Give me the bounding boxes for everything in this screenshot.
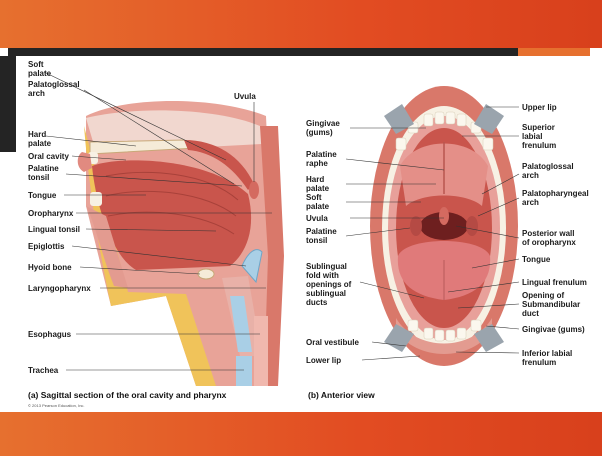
label-oral-cavity: Oral cavity	[28, 152, 69, 161]
label-palatine-tonsil: Palatine tonsil	[28, 164, 59, 182]
label-palatopharyngeal-arch: Palatopharyngeal arch	[522, 189, 589, 207]
label-palatine-raphe: Palatine raphe	[306, 150, 337, 168]
label-gingivae-gums: Gingivae (gums)	[522, 325, 585, 334]
label-tongue: Tongue	[28, 191, 56, 200]
top-banner	[0, 0, 602, 48]
label-palatoglossal-arch: Palatoglossal arch	[28, 80, 80, 98]
label-sublingual-fold: Sublingual fold with openings of subling…	[306, 262, 351, 307]
accent-bar	[518, 48, 590, 56]
label-gingivae: Gingivae (gums)	[306, 119, 340, 137]
label-submandibular-duct: Opening of Submandibular duct	[522, 291, 580, 318]
dark-side-band	[0, 56, 16, 152]
label-inferior-labial-frenulum: Inferior labial frenulum	[522, 349, 572, 367]
anatomy-illustration	[16, 56, 590, 412]
label-superior-labial-frenulum: Superior labial frenulum	[522, 123, 556, 150]
copyright-note: © 2013 Pearson Education, Inc.	[28, 403, 85, 408]
anatomy-figure: Soft palate Palatoglossal arch Uvula Har…	[16, 56, 590, 412]
label-lingual-frenulum: Lingual frenulum	[522, 278, 587, 287]
label-lingual-tonsil: Lingual tonsil	[28, 225, 80, 234]
label-hyoid-bone: Hyoid bone	[28, 263, 72, 272]
label-palatoglossal-arch-anterior: Palatoglossal arch	[522, 162, 574, 180]
label-palatine-tonsil-anterior: Palatine tonsil	[306, 227, 337, 245]
label-posterior-wall: Posterior wall of oropharynx	[522, 229, 576, 247]
label-upper-lip: Upper lip	[522, 103, 557, 112]
label-oral-vestibule: Oral vestibule	[306, 338, 359, 347]
label-oropharynx: Oropharynx	[28, 209, 73, 218]
caption-sagittal: (a) Sagittal section of the oral cavity …	[28, 390, 226, 400]
label-uvula: Uvula	[234, 92, 256, 101]
label-laryngopharynx: Laryngopharynx	[28, 284, 91, 293]
label-esophagus: Esophagus	[28, 330, 71, 339]
label-uvula-anterior: Uvula	[306, 214, 328, 223]
label-hard-palate-anterior: Hard palate	[306, 175, 329, 193]
label-hard-palate: Hard palate	[28, 130, 51, 148]
bottom-banner	[0, 412, 602, 456]
anterior-illustration	[346, 86, 519, 366]
label-tongue-anterior: Tongue	[522, 255, 550, 264]
label-lower-lip: Lower lip	[306, 356, 341, 365]
label-soft-palate: Soft palate	[28, 60, 51, 78]
label-trachea: Trachea	[28, 366, 58, 375]
dark-band	[8, 48, 518, 56]
caption-anterior: (b) Anterior view	[308, 390, 375, 400]
label-soft-palate-anterior: Soft palate	[306, 193, 329, 211]
label-epiglottis: Epiglottis	[28, 242, 64, 251]
sagittal-illustration	[44, 72, 284, 386]
